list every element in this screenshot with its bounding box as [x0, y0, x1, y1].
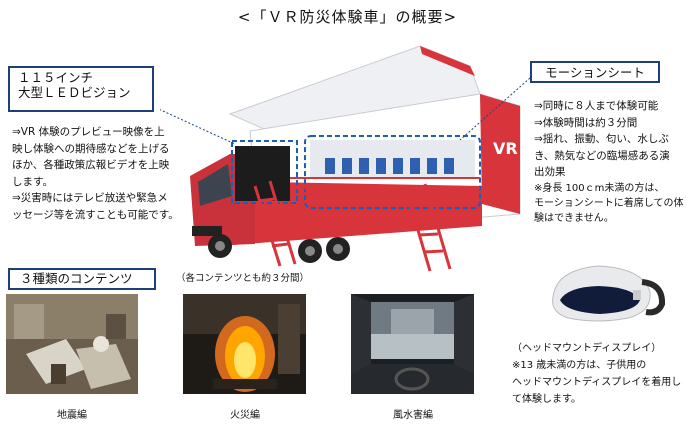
motion-desc-line: ⇒体験時間は約３分間: [534, 116, 638, 129]
head-mounted-display-image: [538, 252, 668, 332]
hmd-desc-line: （ヘッドマウントディスプレイ）: [512, 343, 662, 354]
motion-leader-line: [459, 77, 530, 141]
motion-seat-label-box: モーションシート: [530, 61, 660, 83]
hmd-desc-line: て体験します。: [512, 394, 581, 405]
contents-title: ３種類のコンテンツ: [8, 268, 156, 290]
led-desc-line: ⇒災害時にはテレビ放送や緊急メ: [12, 192, 168, 204]
led-leader-line: [160, 109, 236, 145]
hmd-desc-line: ヘッドマウントディスプレイを着用し: [512, 377, 682, 388]
fire-scene-image: [183, 294, 306, 394]
earthquake-caption: 地震編: [57, 410, 87, 421]
earthquake-scene-image: [6, 294, 138, 394]
led-label-line2: 大型ＬＥＤビジョン: [18, 85, 131, 100]
motion-note-line: モーションシートに着席しての体: [534, 197, 684, 209]
motion-note-line: ※身長 100ｃm未満の方は、: [534, 182, 665, 194]
motion-desc-line: き、熱気などの臨場感ある演: [534, 149, 670, 162]
led-desc-line: ほか、各種政策広報ビデオを上映: [12, 159, 170, 171]
motion-desc-line: 出効果: [534, 166, 566, 178]
hmd-description: （ヘッドマウントディスプレイ） ※13 歳未満の方は、子供用の ヘッドマウントデ…: [512, 340, 692, 408]
led-desc-line: 映し体験への期待感などを上げる: [12, 142, 170, 155]
led-description: ⇒VR 体験のプレビュー映像を上 映し体験への期待感などを上げる ほか、各種政策…: [12, 124, 217, 223]
led-label-line1: １１５インチ: [18, 70, 94, 85]
page-title: <「ＶＲ防災体験車」の概要>: [237, 8, 458, 26]
led-desc-line: ッセージ等を流すことも可能です。: [12, 208, 179, 221]
flood-caption: 風水害編: [393, 410, 433, 421]
motion-note: ※身長 100ｃm未満の方は、 モーションシートに着席しての体 験はできません。: [534, 181, 692, 226]
led-desc-line: します。: [12, 175, 53, 188]
motion-desc-line: ⇒揺れ、振動、匂い、水しぶ: [534, 133, 669, 145]
motion-desc-line: ⇒同時に８人まで体験可能: [534, 100, 659, 112]
led-desc-line: ⇒VR 体験のプレビュー映像を上: [12, 126, 165, 138]
hmd-desc-line: ※13 歳未満の方は、子供用の: [512, 360, 647, 371]
truck-svg: VR: [160, 45, 530, 272]
motion-note-line: 験はできません。: [534, 212, 614, 224]
vr-truck-illustration: VR: [160, 36, 530, 306]
fire-caption: 火災編: [230, 410, 260, 421]
led-vision-label-box: １１５インチ 大型ＬＥＤビジョン: [8, 66, 154, 112]
contents-duration-note: （各コンテンツとも約３分間）: [176, 273, 310, 284]
motion-seat-description: ⇒同時に８人まで体験可能 ⇒体験時間は約３分間 ⇒揺れ、振動、匂い、水しぶ き、…: [534, 98, 692, 226]
svg-text:VR: VR: [493, 139, 518, 158]
flood-scene-image: [351, 294, 474, 394]
